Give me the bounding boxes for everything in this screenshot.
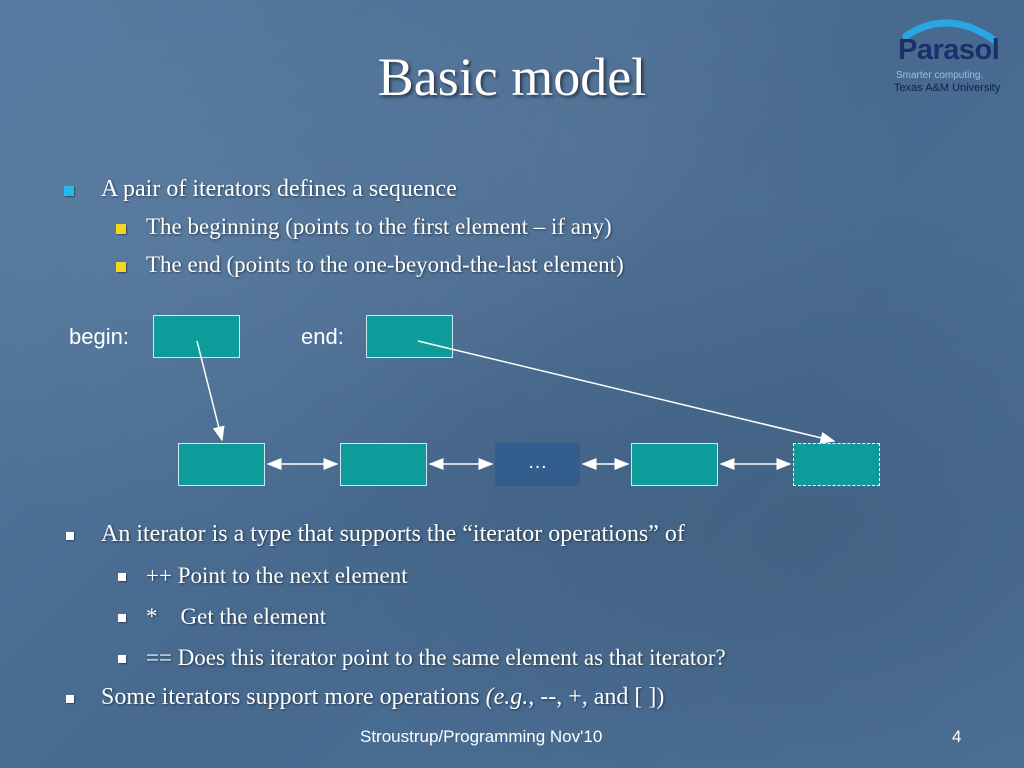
bullet-square-icon	[116, 262, 126, 272]
parasol-logo: Parasol Smarter computing. Texas A&M Uni…	[888, 14, 1012, 98]
footer-text: Stroustrup/Programming Nov'10	[360, 727, 603, 746]
one-past-end-box	[793, 443, 880, 486]
begin-pointer-arrow	[196, 340, 225, 442]
bullet-sub-1: The beginning (points to the first eleme…	[146, 214, 612, 239]
logo-university: Texas A&M University	[894, 82, 1001, 94]
bullet-main-iterator: An iterator is a type that supports the …	[101, 521, 685, 547]
bullet-op-increment: ++ Point to the next element	[146, 563, 408, 588]
bullet-square-icon	[118, 573, 126, 581]
more-ops-prefix: Some iterators support more operations	[101, 684, 486, 710]
bullet-op-dereference: * Get the element	[146, 604, 327, 629]
logo-arc-icon	[902, 19, 998, 44]
end-pointer-arrow	[417, 340, 836, 444]
logo-name: Parasol	[898, 34, 1000, 66]
bullet-square-icon	[118, 655, 126, 663]
bullet-square-icon	[116, 224, 126, 234]
element-box-2	[340, 443, 427, 486]
begin-label: begin:	[69, 324, 129, 349]
more-ops-suffix: , --, +, and [ ])	[528, 684, 665, 710]
logo-tagline: Smarter computing.	[896, 70, 984, 81]
begin-iterator-box	[153, 315, 240, 358]
bullet-square-icon	[118, 614, 126, 622]
element-box-last	[631, 443, 718, 486]
bullet-square-icon	[66, 532, 74, 540]
bullet-square-icon	[64, 186, 74, 196]
page-number: 4	[952, 727, 962, 746]
bullet-sub-2: The end (points to the one-beyond-the-la…	[146, 252, 624, 277]
bullet-op-equality: == Does this iterator point to the same …	[146, 645, 726, 670]
end-label: end:	[301, 324, 344, 349]
more-ops-italic: (e.g.	[485, 684, 529, 710]
end-iterator-box	[366, 315, 453, 358]
bullet-square-icon	[66, 695, 74, 703]
ellipsis-box: …	[495, 443, 580, 486]
slide-title: Basic model	[377, 47, 647, 107]
element-box-1	[178, 443, 265, 486]
bullet-more-operations: Some iterators support more operations (…	[101, 684, 664, 711]
bullet-main-top: A pair of iterators defines a sequence	[101, 176, 457, 202]
